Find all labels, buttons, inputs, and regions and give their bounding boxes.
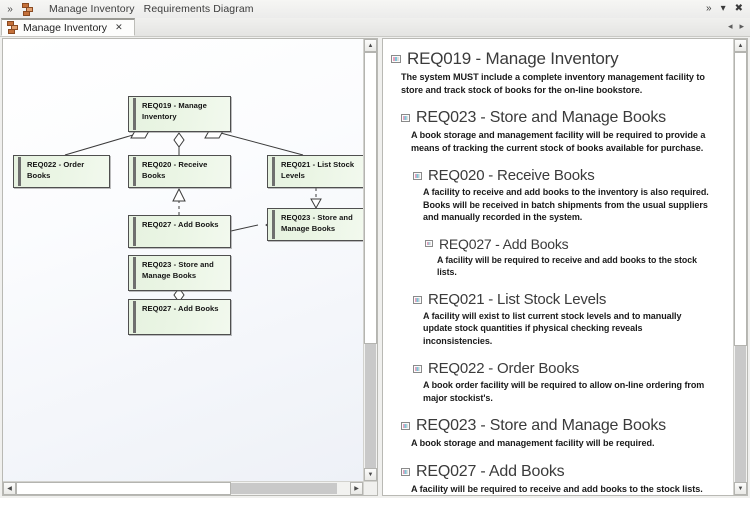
diagram-icon <box>6 21 19 34</box>
requirement-entry[interactable]: REQ023 - Store and Manage Books A book st… <box>391 109 724 154</box>
main-toolbar: » Manage Inventory Requirements Diagram … <box>0 0 750 19</box>
requirement-expand-icon[interactable] <box>413 295 422 304</box>
document-vertical-scrollbar[interactable]: ▲ ▼ <box>733 39 747 495</box>
breadcrumb-item-1[interactable]: Requirements Diagram <box>143 3 254 15</box>
tab-label: Manage Inventory <box>23 21 108 34</box>
requirement-title: REQ027 - Add Books <box>416 462 565 480</box>
toolbar-window-controls: » ▾ ✖ <box>706 4 750 14</box>
requirement-title: REQ027 - Add Books <box>439 235 569 252</box>
dropdown-button[interactable]: ▾ <box>720 3 726 14</box>
requirement-title: REQ020 - Receive Books <box>428 167 595 185</box>
requirement-description: A facility will be required to receive a… <box>411 483 703 494</box>
requirement-expand-icon[interactable] <box>401 114 410 123</box>
scrollbar-corner <box>363 481 377 495</box>
doc-scroll-down-icon[interactable]: ▼ <box>734 482 747 495</box>
diagram-vscroll-thumb[interactable] <box>364 52 377 344</box>
requirement-heading[interactable]: REQ022 - Order Books <box>413 360 724 377</box>
diagram-node-label: REQ022 - Order Books <box>27 160 85 180</box>
tab-scroll-left-icon[interactable]: ◂ <box>727 21 733 31</box>
requirement-expand-icon[interactable] <box>413 171 422 180</box>
breadcrumb: Manage Inventory Requirements Diagram <box>49 3 254 15</box>
diagram-node-label: REQ023 - Store and Manage Books <box>142 260 214 280</box>
tab-manage-inventory[interactable]: Manage Inventory ✕ <box>1 18 135 36</box>
doc-scroll-up-icon[interactable]: ▲ <box>734 39 747 52</box>
overflow-button[interactable]: » <box>706 3 712 14</box>
requirement-entry[interactable]: REQ020 - Receive Books A facility to rece… <box>391 167 724 223</box>
requirement-heading[interactable]: REQ021 - List Stock Levels <box>413 291 724 308</box>
requirement-description: A book storage and management facility w… <box>411 130 706 153</box>
diagram-node-label: REQ019 - Manage Inventory <box>142 101 207 121</box>
requirement-description: A facility will be required to receive a… <box>437 254 697 277</box>
diagram-node-label: REQ027 - Add Books <box>142 304 219 313</box>
requirement-title: REQ023 - Store and Manage Books <box>416 109 666 127</box>
doc-vscroll-thumb[interactable] <box>734 52 747 346</box>
tab-nav: ◂ ▸ <box>728 21 744 32</box>
diagram-node-req022[interactable]: REQ022 - Order Books <box>13 155 110 188</box>
diagram-connectors <box>64 128 322 303</box>
scroll-left-icon[interactable]: ◀ <box>3 482 16 495</box>
requirement-description: A facility to receive and add books to t… <box>423 187 709 223</box>
requirement-heading[interactable]: REQ019 - Manage Inventory <box>391 49 724 69</box>
requirement-description: A book order facility will be required t… <box>423 380 705 403</box>
requirement-title: REQ021 - List Stock Levels <box>428 291 607 308</box>
requirement-description: The system MUST include a complete inven… <box>401 72 705 95</box>
requirement-heading[interactable]: REQ023 - Store and Manage Books <box>401 417 724 435</box>
scroll-down-icon[interactable]: ▼ <box>364 468 377 481</box>
diagram-vertical-scrollbar[interactable]: ▲ ▼ <box>363 39 377 481</box>
diagram-node-req027a[interactable]: REQ027 - Add Books <box>128 215 231 248</box>
requirement-expand-icon[interactable] <box>401 422 410 431</box>
toolbar-overflow-chevron-icon[interactable]: » <box>7 3 13 15</box>
scroll-up-icon[interactable]: ▲ <box>364 39 377 52</box>
requirement-entry[interactable]: REQ021 - List Stock Levels A facility wil… <box>391 291 724 347</box>
diagram-node-label: REQ027 - Add Books <box>142 220 219 229</box>
requirements-icon <box>21 1 37 17</box>
requirement-title: REQ022 - Order Books <box>428 360 580 378</box>
requirement-heading[interactable]: REQ020 - Receive Books <box>413 167 724 184</box>
requirement-heading[interactable]: REQ027 - Add Books <box>425 236 724 252</box>
scroll-right-icon[interactable]: ▶ <box>350 482 363 495</box>
requirement-expand-icon[interactable] <box>413 364 422 373</box>
requirement-entry[interactable]: REQ022 - Order Books A book order facilit… <box>391 360 724 404</box>
tab-close-icon[interactable]: ✕ <box>115 22 123 32</box>
requirement-title: REQ019 - Manage Inventory <box>407 49 619 68</box>
requirement-entry[interactable]: REQ027 - Add Books A facility will be req… <box>391 236 724 278</box>
requirement-heading[interactable]: REQ023 - Store and Manage Books <box>401 109 724 127</box>
diagram-node-req019[interactable]: REQ019 - Manage Inventory <box>128 96 231 132</box>
requirement-entry[interactable]: REQ027 - Add Books A facility will be req… <box>391 463 724 495</box>
close-button[interactable]: ✖ <box>734 3 743 14</box>
diagram-node-req023b[interactable]: REQ023 - Store and Manage Books <box>128 255 231 291</box>
diagram-hscroll-thumb[interactable] <box>16 482 231 495</box>
status-bar <box>0 498 750 530</box>
diagram-horizontal-scrollbar[interactable]: ◀ ▶ <box>3 481 363 495</box>
requirement-description: A book storage and management facility w… <box>411 438 655 449</box>
requirement-title: REQ023 - Store and Manage Books <box>416 417 666 435</box>
requirement-expand-icon[interactable] <box>425 240 433 248</box>
requirement-heading[interactable]: REQ027 - Add Books <box>401 463 724 481</box>
diagram-node-req020[interactable]: REQ020 - Receive Books <box>128 155 231 188</box>
requirement-expand-icon[interactable] <box>401 467 410 476</box>
diagram-node-req023a[interactable]: REQ023 - Store and Manage Books <box>267 208 363 241</box>
requirement-entry[interactable]: REQ023 - Store and Manage Books A book st… <box>391 417 724 450</box>
tab-scroll-right-icon[interactable]: ▸ <box>739 21 744 31</box>
diagram-node-label: REQ020 - Receive Books <box>142 160 208 180</box>
diagram-node-label: REQ023 - Store and Manage Books <box>281 213 353 233</box>
tab-strip: Manage Inventory ✕ ◂ ▸ <box>0 18 750 37</box>
diagram-node-req027b[interactable]: REQ027 - Add Books <box>128 299 231 335</box>
requirement-description: A facility will exist to list current st… <box>423 311 682 346</box>
breadcrumb-item-0[interactable]: Manage Inventory <box>49 3 135 15</box>
diagram-node-req021[interactable]: REQ021 - List Stock Levels <box>267 155 363 188</box>
diagram-node-label: REQ021 - List Stock Levels <box>281 160 355 180</box>
requirement-expand-icon[interactable] <box>391 55 401 63</box>
